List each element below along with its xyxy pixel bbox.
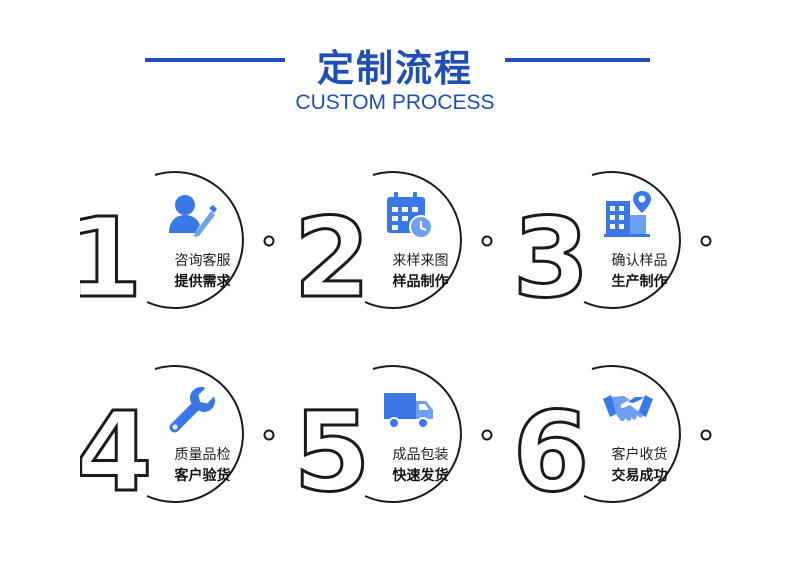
step-subtitle: 快速发货	[392, 468, 449, 484]
step-card-5: 5 成品包装 快速发货	[298, 352, 538, 522]
step-number: 3	[517, 194, 589, 322]
step-subtitle: 客户验货	[174, 468, 231, 484]
step-subtitle: 提供需求	[174, 274, 231, 290]
step-card-2: 2 来样来图 样品制作	[298, 158, 538, 328]
page-title: 定制流程	[317, 47, 473, 90]
factory-location-icon	[604, 191, 651, 237]
step-card-3: 3 确认样品 生产制作	[517, 158, 757, 328]
step-title: 咨询客服	[174, 253, 231, 269]
handshake-icon	[603, 395, 653, 422]
calendar-clock-icon	[387, 192, 433, 239]
delivery-truck-icon	[384, 393, 433, 429]
step-title: 质量品检	[174, 447, 231, 463]
header-line-right	[505, 58, 650, 62]
step-card-4: 4 质量品检 客户验货	[80, 352, 320, 522]
step-title: 来样来图	[392, 253, 449, 269]
step-number: 1	[80, 194, 142, 322]
step-subtitle: 样品制作	[392, 274, 449, 290]
step-subtitle: 交易成功	[611, 468, 668, 484]
header-line-left	[145, 58, 285, 62]
step-subtitle: 生产制作	[611, 274, 668, 290]
step-title: 确认样品	[611, 253, 668, 269]
step-number: 4	[80, 388, 152, 516]
step-card-1: 1 咨询客服 提供需求	[80, 158, 320, 328]
step-number: 5	[298, 388, 370, 516]
step-title: 成品包装	[392, 447, 449, 463]
step-card-6: 6 客户收货 交易成功	[517, 352, 757, 522]
step-title: 客户收货	[611, 447, 668, 463]
wrench-icon	[169, 387, 215, 433]
person-edit-icon	[169, 195, 217, 237]
page-subtitle: CUSTOM PROCESS	[295, 91, 495, 114]
step-number: 2	[298, 194, 370, 322]
step-number: 6	[517, 388, 589, 516]
